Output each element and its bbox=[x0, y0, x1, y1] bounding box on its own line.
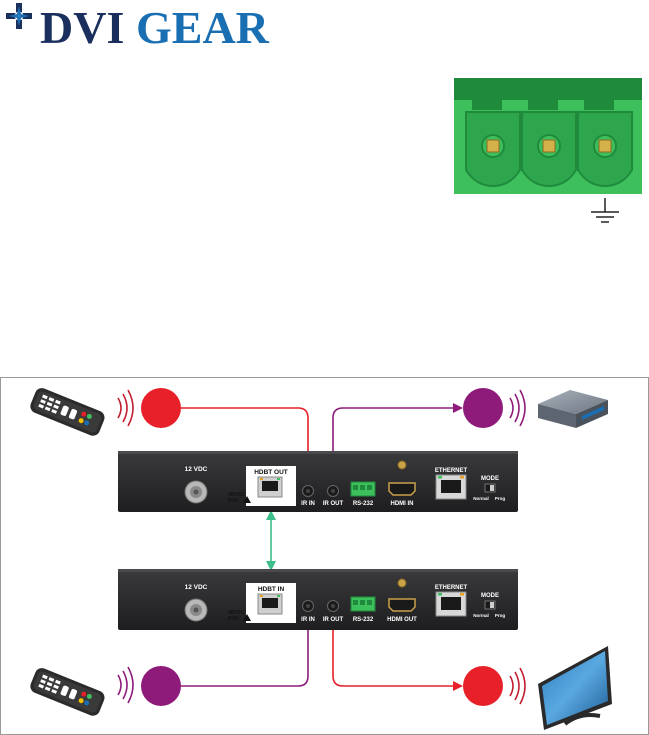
power-jack bbox=[184, 480, 208, 504]
ethernet-port bbox=[435, 474, 467, 500]
ir-out-signal-arrow bbox=[332, 403, 463, 474]
ir-in-jack bbox=[302, 485, 314, 497]
ir-emitter-node bbox=[463, 666, 503, 706]
logo-text-dvi: DVI bbox=[40, 2, 124, 53]
ir-signal-node bbox=[141, 388, 181, 428]
poe-label-line2: POH bbox=[228, 498, 239, 504]
source-device-icon bbox=[538, 390, 608, 428]
ir-in-label: IR IN bbox=[301, 501, 315, 507]
remote-icon bbox=[30, 668, 105, 716]
mode-switch[interactable] bbox=[484, 483, 496, 493]
rs232-terminal bbox=[350, 481, 376, 497]
power-label: 12 VDC bbox=[185, 466, 208, 473]
logo-text-gear: GEAR bbox=[136, 2, 270, 53]
hdmi-port bbox=[388, 482, 416, 496]
transmitter-panel: 12 VDC HDBT OUT 48VDC POH IR IN IR OUT bbox=[118, 451, 518, 512]
diagram-frame bbox=[0, 377, 649, 735]
poe-label-line1: 48VDC bbox=[228, 610, 245, 616]
mode-switch[interactable] bbox=[484, 600, 496, 610]
ir-wave-icon bbox=[509, 667, 526, 705]
rj45-port bbox=[257, 593, 283, 615]
ground-icon bbox=[591, 198, 619, 223]
cross-logo-icon bbox=[6, 3, 32, 29]
ir-signal-node bbox=[141, 666, 181, 706]
hdbt-label: HDBT OUT bbox=[254, 469, 288, 476]
led-indicator bbox=[397, 460, 407, 470]
hdmi-label: HDMI IN bbox=[391, 501, 414, 507]
ir-wave-icon bbox=[509, 389, 526, 427]
ir-wave-icon bbox=[117, 389, 134, 427]
ir-out-label: IR OUT bbox=[323, 501, 344, 507]
ethernet-label: ETHERNET bbox=[435, 585, 468, 591]
power-label: 12 VDC bbox=[185, 584, 208, 591]
power-jack bbox=[184, 598, 208, 622]
ir-out-jack bbox=[327, 600, 339, 612]
remote-icon bbox=[30, 388, 105, 436]
receiver-panel: 12 VDC HDBT IN 48VDC POH IR IN IR OUT bbox=[118, 569, 518, 630]
hdbt-label: HDBT IN bbox=[258, 586, 285, 593]
ethernet-port bbox=[435, 591, 467, 617]
ir-in-jack bbox=[302, 600, 314, 612]
rs232-label: RS-232 bbox=[353, 501, 374, 507]
rs232-terminal bbox=[350, 596, 376, 612]
warning-icon bbox=[243, 614, 251, 621]
terminal-pin bbox=[465, 111, 521, 188]
ir-out-jack bbox=[327, 485, 339, 497]
terminal-pin bbox=[577, 111, 633, 188]
mode-normal-label: Normal bbox=[473, 496, 489, 501]
poe-label-line1: 48VDC bbox=[228, 492, 245, 498]
ir-in-label: IR IN bbox=[301, 617, 315, 623]
mode-normal-label: Normal bbox=[473, 613, 489, 618]
ir-out-label: IR OUT bbox=[323, 617, 344, 623]
led-indicator bbox=[397, 578, 407, 588]
ir-in-signal-arrow bbox=[181, 407, 313, 476]
warning-icon bbox=[243, 496, 251, 503]
ir-wave-icon bbox=[117, 666, 134, 704]
brand-logo: DVI GEAR bbox=[6, 2, 270, 53]
mode-label: MODE bbox=[481, 476, 499, 482]
rj45-port bbox=[257, 476, 283, 498]
terminal-pin bbox=[521, 111, 577, 188]
mode-prog-label: Prog bbox=[495, 496, 506, 501]
hdmi-port bbox=[388, 598, 416, 612]
terminal-block-connector bbox=[454, 78, 642, 194]
tv-display-icon bbox=[538, 646, 612, 730]
mode-prog-label: Prog bbox=[495, 613, 506, 618]
ethernet-label: ETHERNET bbox=[435, 468, 468, 474]
ir-out-signal-arrow bbox=[332, 612, 463, 691]
rs232-label: RS-232 bbox=[353, 617, 374, 623]
mode-label: MODE bbox=[481, 593, 499, 599]
poe-label-line2: POH bbox=[228, 616, 239, 622]
ir-emitter-node bbox=[463, 388, 503, 428]
ir-in-signal-arrow bbox=[181, 614, 313, 687]
hdmi-label: HDMI OUT bbox=[387, 617, 417, 623]
